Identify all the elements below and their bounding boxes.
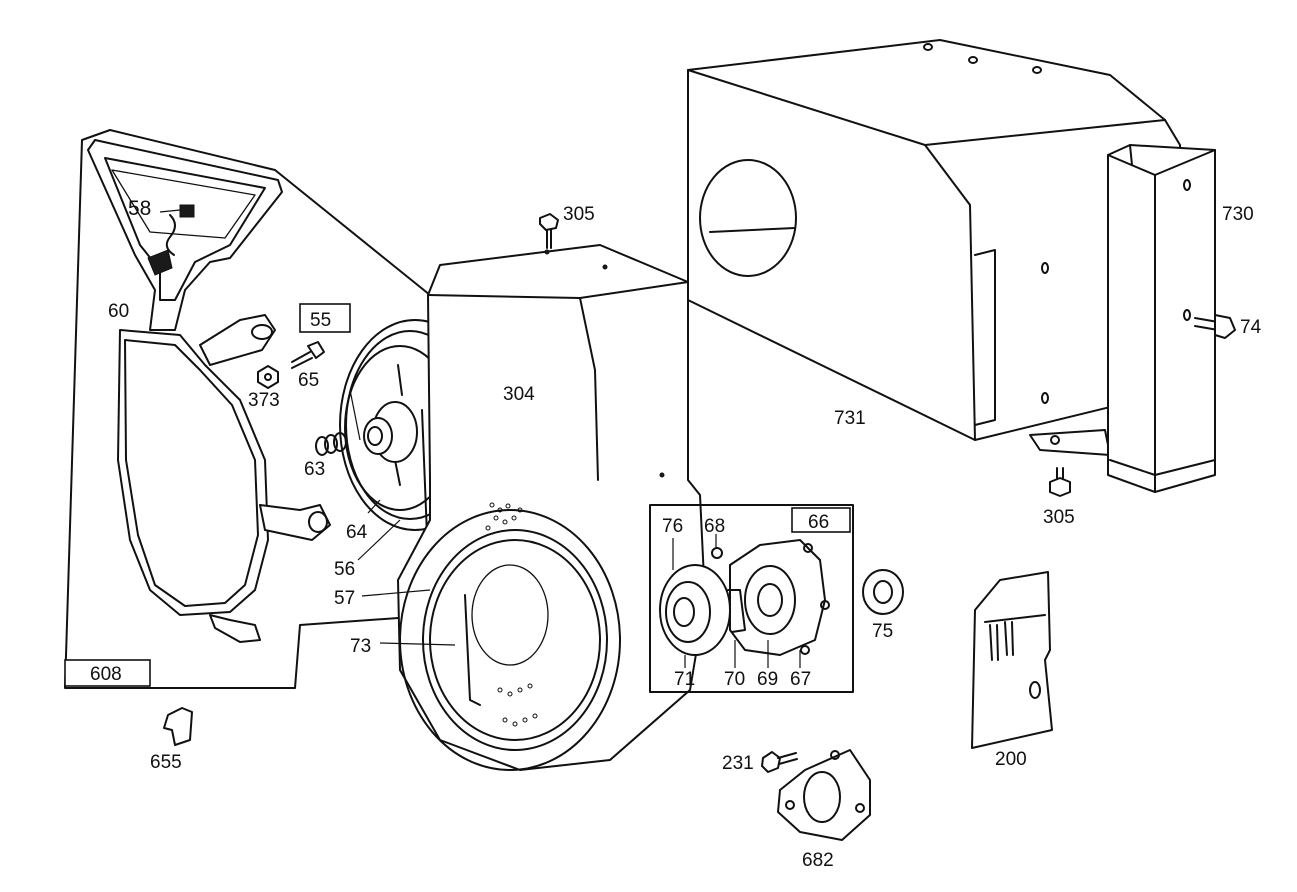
label-76: 76: [662, 516, 683, 537]
label-67: 67: [790, 669, 811, 690]
label-731: 731: [834, 408, 866, 429]
screw-231: [761, 751, 798, 773]
label-608: 608: [90, 664, 122, 685]
duct-730: [1107, 144, 1216, 493]
washer-75: [862, 569, 904, 615]
label-58: 58: [128, 197, 151, 220]
label-57: 57: [334, 588, 355, 609]
bolt-74: [1194, 314, 1236, 339]
label-56: 56: [334, 559, 355, 580]
label-60: 60: [108, 301, 129, 322]
label-55: 55: [310, 310, 331, 331]
nut-305-right: [1049, 467, 1071, 497]
leader-lines: [159, 209, 801, 668]
shroud-731: [687, 39, 1181, 456]
label-69: 69: [757, 669, 778, 690]
label-68: 68: [704, 516, 725, 537]
starter-handle: [87, 139, 283, 331]
label-74: 74: [1240, 317, 1262, 338]
label-655: 655: [150, 752, 182, 773]
label-73: 73: [350, 636, 371, 657]
label-63: 63: [304, 459, 325, 480]
cover-682: [777, 749, 871, 841]
blower-housing-304: [397, 244, 706, 771]
bracket-200: [971, 571, 1053, 749]
label-71: 71: [674, 669, 695, 690]
label-373: 373: [248, 390, 280, 411]
label-70: 70: [724, 669, 745, 690]
label-200: 200: [995, 749, 1027, 770]
label-305-top: 305: [563, 204, 595, 225]
clip-655: [163, 707, 193, 746]
label-66: 66: [808, 512, 829, 533]
label-730: 730: [1222, 204, 1254, 225]
label-682: 682: [802, 850, 834, 871]
starter-housing: [117, 314, 331, 643]
label-231: 231: [722, 753, 754, 774]
label-64: 64: [346, 522, 368, 543]
spring-63: [315, 432, 347, 456]
label-65: 65: [298, 370, 319, 391]
part-labels: 58 60 55 65 373 63 64 56 57 73 608 655 3…: [90, 197, 1262, 871]
screw-65: [291, 341, 325, 369]
screw-305-top: [539, 213, 559, 249]
label-304: 304: [503, 384, 535, 405]
label-305-right: 305: [1043, 507, 1075, 528]
bearing-group-66: [649, 504, 854, 693]
label-75: 75: [872, 621, 893, 642]
nut-373: [257, 365, 279, 389]
